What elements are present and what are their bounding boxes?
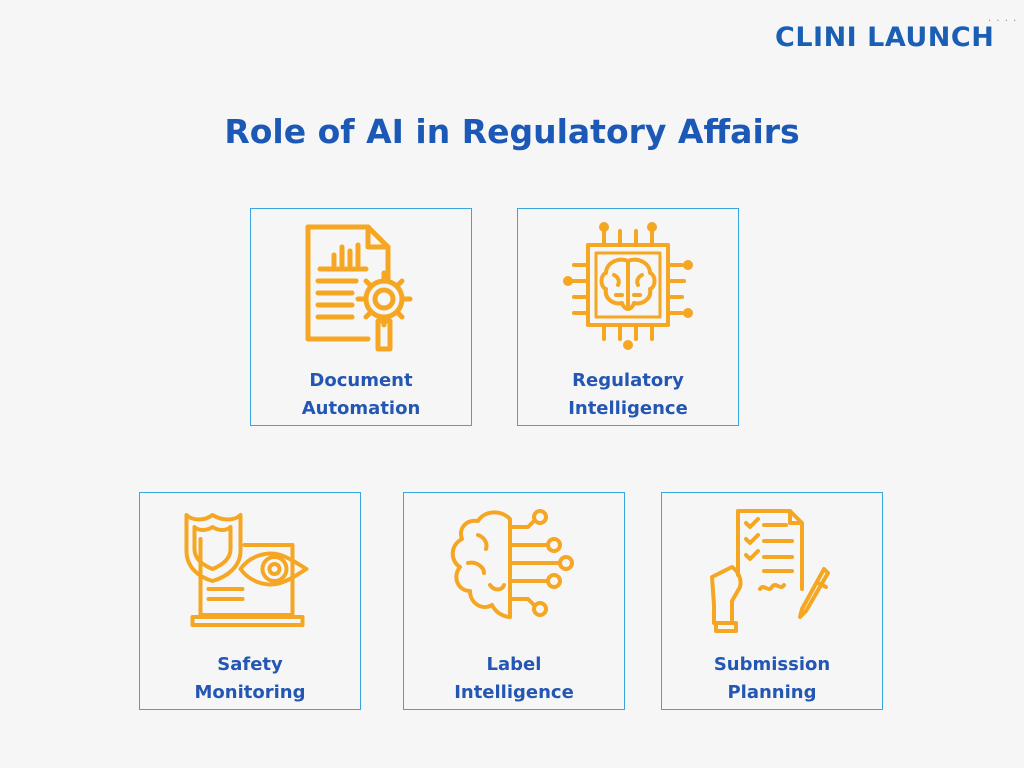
brand-logo: CLINI LAUNCH bbox=[775, 22, 995, 53]
ai-brain-chip-icon bbox=[563, 222, 693, 350]
checklist-signing-icon bbox=[710, 509, 830, 633]
card-document-automation: Document Automation bbox=[250, 208, 472, 426]
card-label: Safety Monitoring bbox=[194, 654, 306, 703]
card-label: Regulatory Intelligence bbox=[568, 370, 688, 419]
card-regulatory-intelligence: Regulatory Intelligence bbox=[517, 208, 739, 426]
document-gear-icon bbox=[305, 224, 413, 352]
logo-mark: · · · · bbox=[988, 16, 1018, 27]
shield-eye-laptop-icon bbox=[184, 513, 309, 627]
card-label: Document Automation bbox=[301, 370, 421, 419]
card-safety-monitoring: Safety Monitoring bbox=[139, 492, 361, 710]
card-label: Submission Planning bbox=[713, 654, 831, 703]
card-label-intelligence: Label Intelligence bbox=[403, 492, 625, 710]
card-submission-planning: Submission Planning bbox=[661, 492, 883, 710]
card-label: Label Intelligence bbox=[454, 654, 574, 703]
brain-network-icon bbox=[450, 509, 574, 619]
page-title: Role of AI in Regulatory Affairs bbox=[224, 112, 800, 151]
